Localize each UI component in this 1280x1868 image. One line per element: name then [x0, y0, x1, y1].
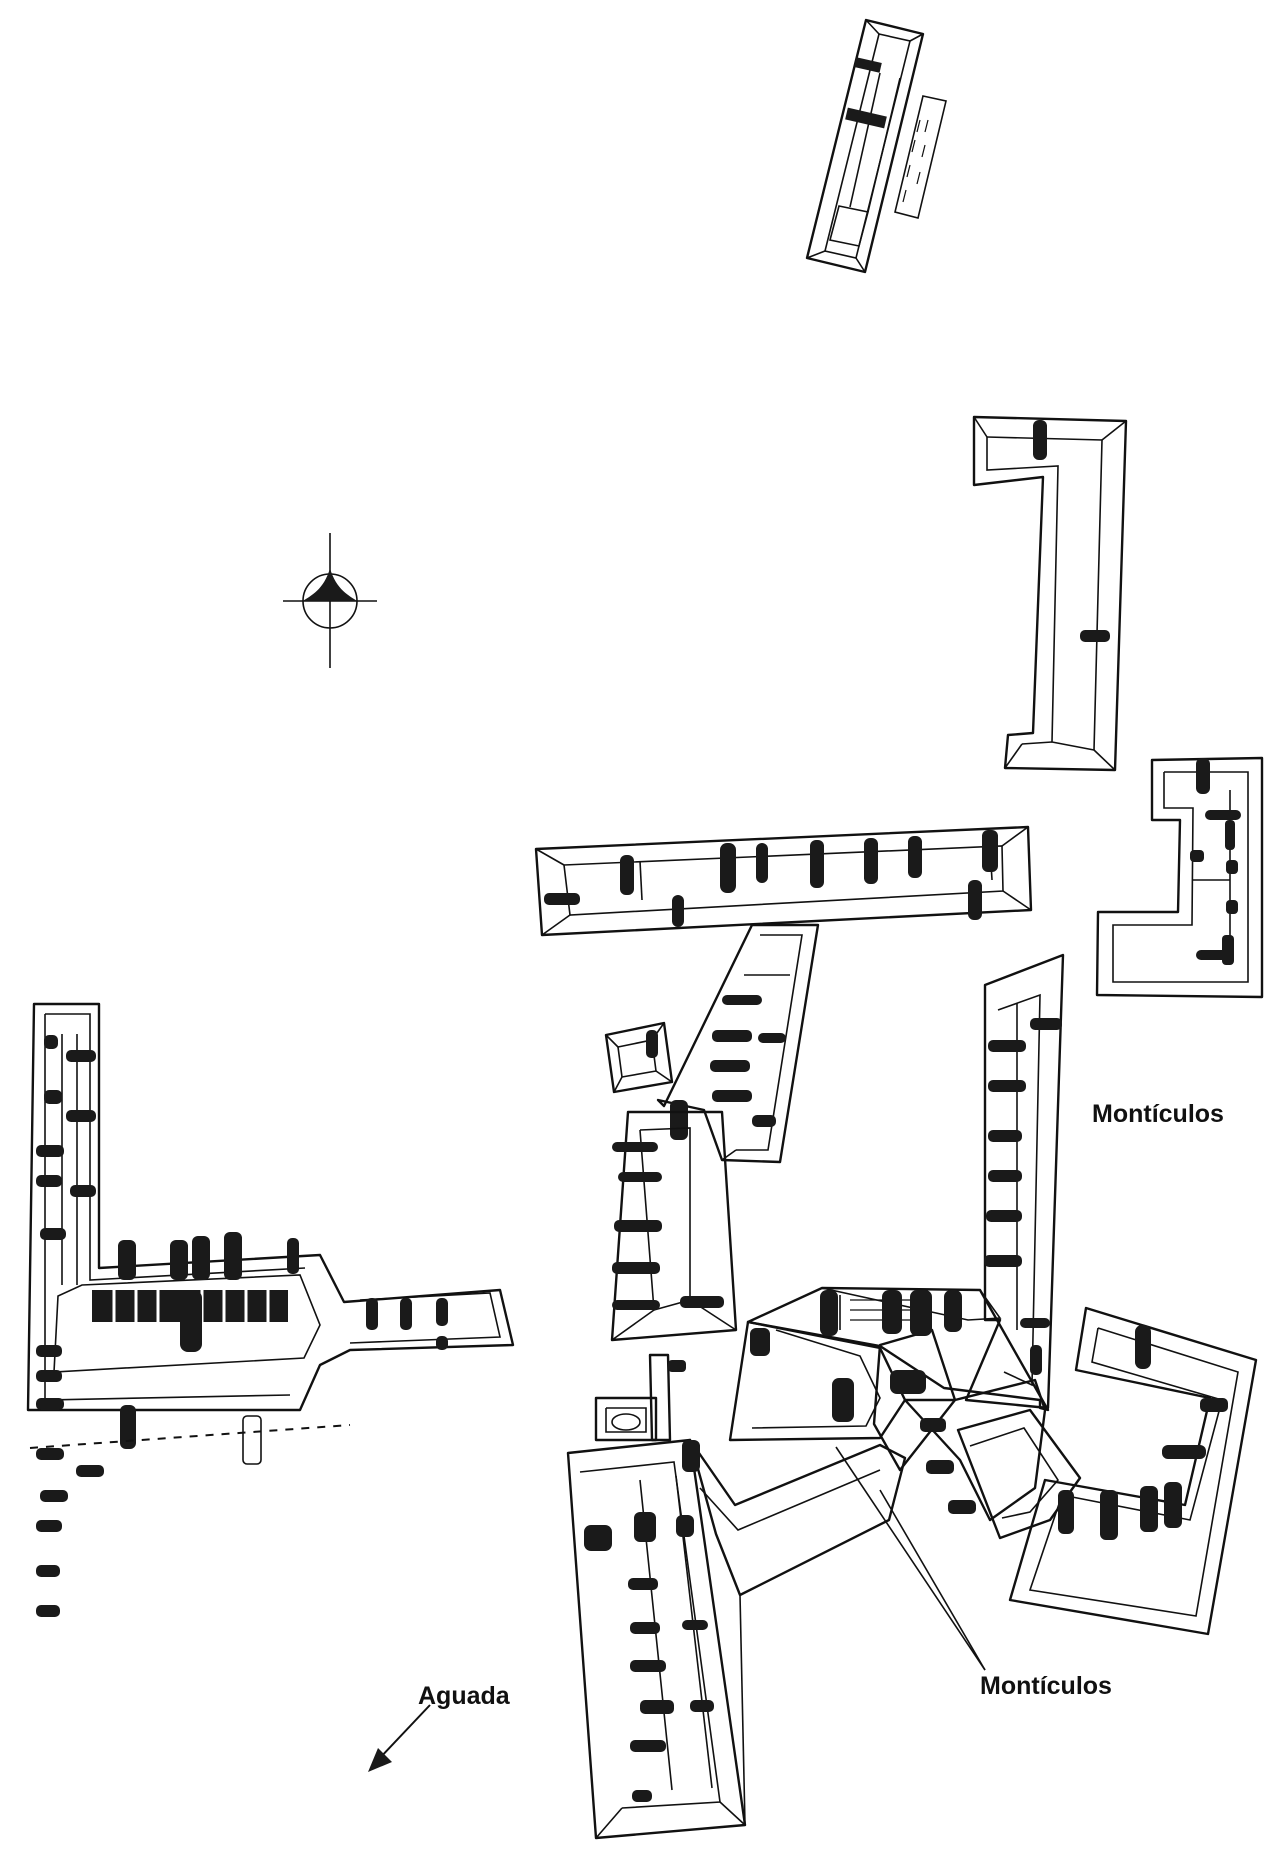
building-west-l-shape	[26, 1002, 515, 1617]
building-north-isolated	[805, 18, 947, 274]
building-east-stepped	[1095, 756, 1264, 999]
building-central-diagonal	[656, 923, 820, 1164]
building-central-east-wing	[964, 953, 1065, 1410]
building-central-north-range	[534, 825, 1033, 937]
building-central-courtyard	[728, 1286, 1082, 1540]
survey-dashed-line	[29, 1424, 351, 1449]
building-southeast-hook	[1008, 1306, 1258, 1636]
label-mounds-east: Montículos	[1092, 1100, 1224, 1128]
label-leader-line	[879, 1489, 986, 1671]
building-east-l-shape	[972, 415, 1128, 772]
building-south-long	[566, 1438, 986, 1840]
building-small-square	[604, 1021, 674, 1094]
building-small-altar	[594, 1353, 686, 1442]
arrow-down-left-icon	[368, 1704, 431, 1772]
label-mounds-south: Montículos	[980, 1672, 1112, 1700]
north-arrow-icon	[283, 533, 377, 668]
label-water-source: Aguada	[418, 1682, 510, 1710]
building-central-west-wing	[610, 1110, 738, 1342]
